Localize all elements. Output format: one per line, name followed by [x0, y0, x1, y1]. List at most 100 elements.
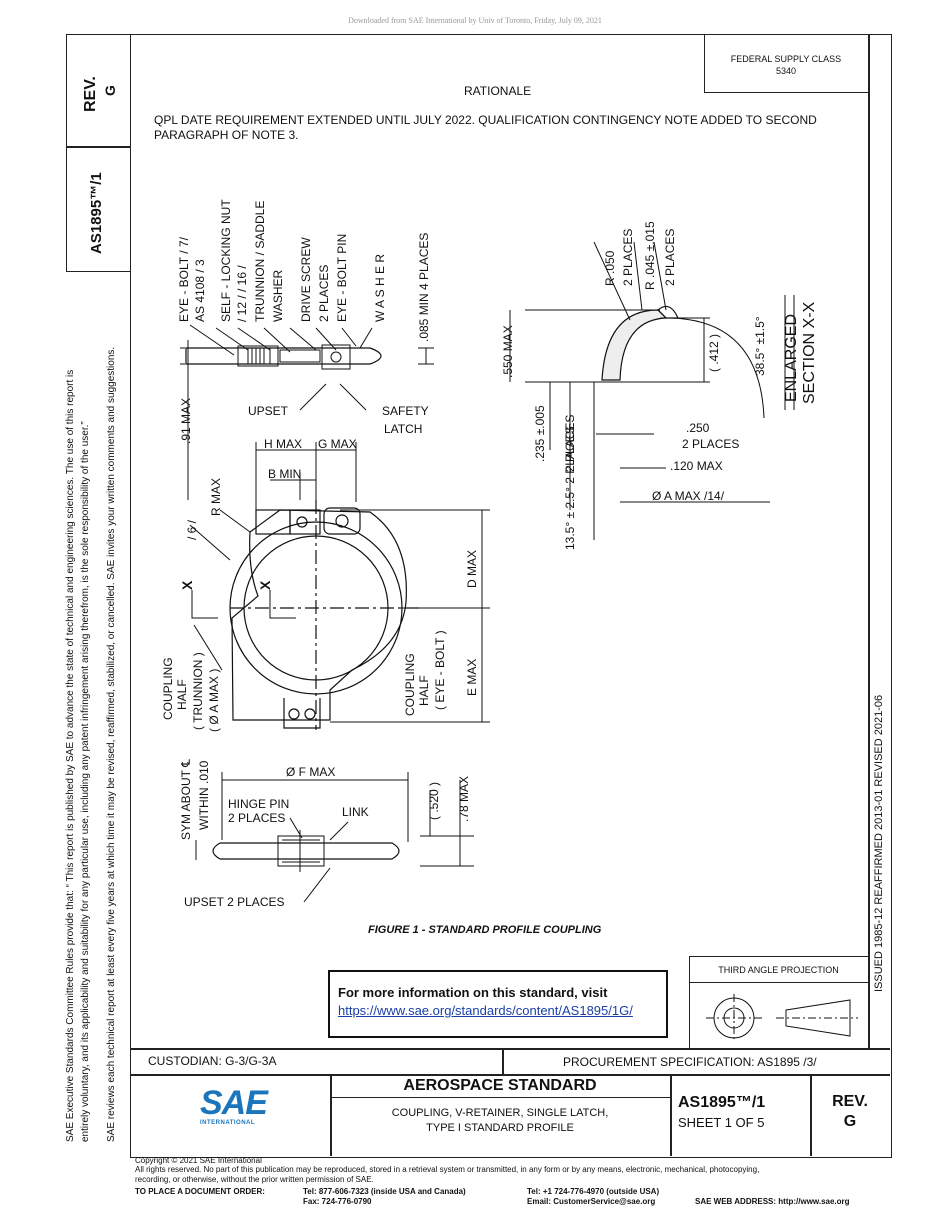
callout-drive-screw: DRIVE SCREW [299, 237, 313, 322]
label-upset-2: UPSET 2 PLACES [184, 895, 285, 909]
title-block-vdiv-2 [330, 1074, 332, 1156]
label-upset: UPSET [248, 404, 289, 418]
dim-520: ( .520 ) [427, 782, 441, 820]
sec-title-2: SECTION X-X [801, 301, 818, 404]
hinge-pin-2: 2 PLACES [228, 811, 285, 825]
sae-logo-subtext: INTERNATIONAL [200, 1120, 256, 1126]
order-label: TO PLACE A DOCUMENT ORDER: [135, 1187, 265, 1196]
trunnion-half-3: ( TRUNNION ) [191, 652, 205, 730]
callout-self-locking-nut: SELF - LOCKING NUT [219, 199, 233, 322]
projection-symbol-icon [706, 994, 858, 1042]
rev-label: REV. [832, 1093, 868, 1110]
left-column-frame [66, 34, 131, 272]
doc-number-left: AS1895™/1 [88, 172, 105, 254]
eyebolt-half-1: COUPLING [403, 653, 417, 716]
sec-angle: 38.5° ±1.5° [753, 316, 767, 376]
sec-250-1: .250 [686, 421, 710, 435]
doc-title-line-1: COUPLING, V-RETAINER, SINGLE LATCH, [391, 1107, 609, 1119]
sec-title-1: ENLARGED [783, 314, 800, 402]
sae-logo: SAE INTERNATIONAL [200, 1086, 270, 1136]
main-frame [130, 34, 892, 1158]
rules-line-1: SAE Executive Standards Committee Rules … [65, 369, 76, 1142]
sym-within: WITHIN .010 [197, 760, 211, 830]
title-block-mid-line [130, 1074, 890, 1076]
clamp-front-view [229, 500, 420, 730]
doc-number: AS1895™/1 [678, 1094, 766, 1111]
label-safety: SAFETY [382, 404, 429, 418]
supply-class-box [704, 34, 869, 93]
rights-line-1: All rights reserved. No part of this pub… [135, 1165, 760, 1174]
dim-f-max: Ø F MAX [286, 765, 335, 779]
download-note: Downloaded from SAE International by Uni… [348, 16, 602, 25]
dim-91-max: .91 MAX [179, 398, 193, 444]
review-line: SAE reviews each technical report at lea… [106, 346, 117, 1142]
procurement-spec: PROCUREMENT SPECIFICATION: AS1895 /3/ [563, 1055, 817, 1069]
dim-b-min: B MIN [268, 467, 301, 481]
sec-120: .120 MAX [670, 459, 723, 473]
sec-r045-2: 2 PLACES [663, 229, 677, 286]
fax: Fax: 724-776-0790 [303, 1197, 372, 1206]
rules-line-2: entirely voluntary, and its applicabilit… [80, 421, 91, 1142]
title-block-vdiv-1 [502, 1048, 504, 1074]
info-text: For more information on this standard, v… [338, 985, 608, 1000]
eyebolt-half-2: HALF [417, 675, 431, 706]
dim-d-max: D MAX [465, 550, 479, 588]
tel-usa: Tel: 877-606-7323 (inside USA and Canada… [303, 1187, 466, 1196]
sym-about: SYM ABOUT ℄ [179, 759, 193, 840]
top-view-clamp [180, 340, 434, 500]
title-block-inner-line [330, 1097, 670, 1098]
info-box [328, 970, 668, 1038]
sec-235-1: .235 ±.005 [533, 405, 547, 462]
rev-value: G [843, 1113, 857, 1130]
supply-class-label: FEDERAL SUPPLY CLASS [730, 54, 842, 64]
rev-value-left: G [102, 85, 118, 96]
dim-r-max: R MAX [209, 478, 223, 516]
sec-550: .550 MAX [501, 325, 515, 378]
callout-085-min: .085 MIN 4 PLACES [417, 233, 431, 342]
issue-dates: ISSUED 1985-12 REAFFIRMED 2013-01 REVISE… [873, 694, 885, 992]
sec-r045-1: R .045 ±.015 [643, 221, 657, 290]
bottom-view-clamp [195, 772, 474, 903]
projection-box [689, 956, 869, 1049]
label-6: / 6 / [185, 519, 199, 540]
sec-a-max: Ø A MAX /14/ [652, 489, 725, 503]
sec-250-2: 2 PLACES [682, 437, 739, 451]
rights-line-2: recording, or otherwise, without the pri… [135, 1175, 374, 1184]
projection-divider [689, 982, 868, 983]
label-latch: LATCH [384, 422, 422, 436]
projection-label: THIRD ANGLE PROJECTION [718, 965, 839, 975]
custodian: CUSTODIAN: G-3/G-3A [148, 1054, 277, 1068]
callout-2-places: 2 PLACES [317, 265, 331, 322]
standard-link[interactable]: https://www.sae.org/standards/content/AS… [338, 1003, 633, 1018]
email[interactable]: Email: CustomerService@sae.org [527, 1197, 656, 1206]
technical-drawing: EYE - BOLT / 7/ AS 4108 / 3 SELF - LOCKI… [161, 199, 818, 909]
tel-outside: Tel: +1 724-776-4970 (outside USA) [527, 1187, 660, 1196]
rationale-title: RATIONALE [464, 84, 532, 98]
sec-235-2: 2 PLACES [563, 415, 577, 472]
doc-title-line-2: TYPE I STANDARD PROFILE [426, 1122, 574, 1134]
eyebolt-half-3: ( EYE - BOLT ) [433, 630, 447, 710]
trunnion-half-4: ( Ø A MAX ) [207, 669, 221, 732]
left-divider [66, 146, 130, 148]
dim-78-max: .78 MAX [457, 776, 471, 822]
figure-caption: FIGURE 1 - STANDARD PROFILE COUPLING [368, 924, 602, 936]
sae-logo-text: SAE [200, 1084, 268, 1122]
sec-412: ( .412 ) [707, 334, 721, 372]
trunnion-half-1: COUPLING [161, 657, 175, 720]
callout-washer-2: W A S H E R [373, 254, 387, 322]
sec-r050-2: 2 PLACES [621, 229, 635, 286]
title-block-vdiv-3 [670, 1074, 672, 1156]
callout-eye-bolt: EYE - BOLT / 7/ [177, 236, 191, 322]
right-column-divider [868, 34, 870, 1049]
web-address[interactable]: SAE WEB ADDRESS: http://www.sae.org [695, 1197, 850, 1206]
sec-r050-1: R .050 [603, 250, 617, 286]
rationale-line-1: QPL DATE REQUIREMENT EXTENDED UNTIL JULY… [154, 113, 817, 127]
rationale-line-2: PARAGRAPH OF NOTE 3. [154, 128, 299, 142]
copyright: Copyright © 2021 SAE International [135, 1156, 262, 1165]
title-block-vdiv-4 [810, 1074, 812, 1156]
hinge-pin-1: HINGE PIN [228, 797, 289, 811]
dim-h-max: H MAX [264, 437, 302, 451]
standard-type: AEROSPACE STANDARD [403, 1077, 597, 1094]
section-x-right: X [257, 580, 273, 590]
section-view [509, 241, 795, 540]
